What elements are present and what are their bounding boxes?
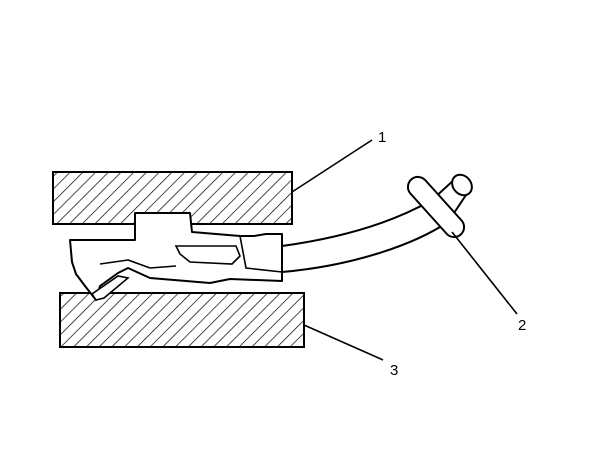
- leader-line-2: [451, 231, 518, 315]
- cable: [281, 199, 449, 273]
- callout-label-1: 1: [378, 129, 386, 146]
- callout-label-3: 3: [390, 362, 398, 379]
- callout-label-2: 2: [518, 317, 526, 334]
- leader-line-1: [291, 139, 373, 193]
- leader-line-3: [303, 324, 384, 361]
- lower-hatched-block: [59, 292, 305, 348]
- terminal: [69, 212, 283, 301]
- cable-seal: [406, 173, 473, 239]
